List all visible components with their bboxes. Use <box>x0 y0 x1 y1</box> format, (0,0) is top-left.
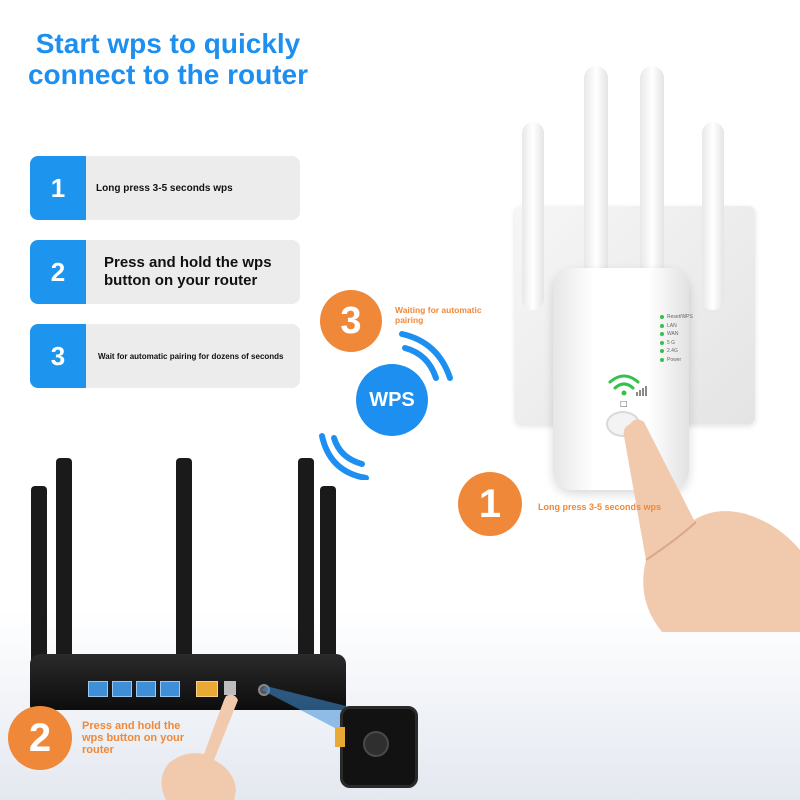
step-text: Long press 3-5 seconds wps <box>96 182 233 194</box>
router-antenna <box>320 486 336 690</box>
lan-ports <box>88 681 180 697</box>
callout-badge-3: 3 <box>320 290 382 352</box>
router-antenna <box>176 458 192 690</box>
zoomed-wan-port <box>335 727 345 747</box>
step-card-1: 1 Long press 3-5 seconds wps <box>30 156 300 220</box>
pointing-hand-icon <box>623 419 800 632</box>
led-label: Reset/WPS <box>667 314 693 321</box>
callout-text-3: Waiting for automatic pairing <box>395 305 482 325</box>
extender-antenna <box>702 122 724 310</box>
led-indicator: Reset/WPS <box>660 313 700 322</box>
router-button-zoom <box>335 706 418 788</box>
step-card-2: 2 Press and hold the wps button on your … <box>30 240 300 304</box>
router-antenna <box>31 486 47 690</box>
led-label: LAN <box>667 322 677 329</box>
led-indicator: 2.4G <box>660 347 700 356</box>
wireless-waves-icon <box>319 331 453 480</box>
callout-text-1: Long press 3-5 seconds wps <box>538 502 662 512</box>
led-indicator: WAN <box>660 330 700 339</box>
callout-badge-2: 2 <box>8 706 72 770</box>
extender-led-panel: Reset/WPS LAN WAN 5 G 2.4G Power <box>660 313 700 364</box>
svg-text:□: □ <box>620 399 628 408</box>
lan-port <box>136 681 156 697</box>
led-indicator: LAN <box>660 322 700 331</box>
lan-port <box>160 681 180 697</box>
step-text: Wait for automatic pairing for dozens of… <box>98 351 284 361</box>
led-label: Power <box>667 356 682 363</box>
wps-badge: WPS <box>356 364 428 436</box>
usb-port <box>224 681 236 695</box>
callout-badge-1: 1 <box>458 472 522 536</box>
led-indicator: 5 G <box>660 339 700 348</box>
led-label: WAN <box>667 331 679 338</box>
wan-port <box>196 681 218 697</box>
wifi-extender <box>553 268 689 490</box>
router-antenna <box>298 458 314 690</box>
step-number: 2 <box>30 240 86 304</box>
extender-antenna <box>522 122 544 310</box>
led-label: 5 G <box>667 339 676 346</box>
lan-port <box>88 681 108 697</box>
wifi-signal-icon: □ <box>608 374 647 408</box>
zoomed-wps-button <box>363 731 389 757</box>
led-label: 2.4G <box>667 348 678 355</box>
page-title: Start wps to quickly connect to the rout… <box>27 28 308 90</box>
step-number: 3 <box>30 324 86 388</box>
callout-text-2: Press and hold the wps button on your ro… <box>82 720 185 756</box>
router-antenna <box>56 458 72 690</box>
extender-antenna <box>584 66 608 278</box>
step-number: 1 <box>30 156 86 220</box>
step-text: Press and hold the wps button on your ro… <box>104 254 272 289</box>
lan-port <box>112 681 132 697</box>
pointing-hand-icon <box>161 694 238 800</box>
extender-antenna <box>640 66 664 278</box>
step-card-3: 3 Wait for automatic pairing for dozens … <box>30 324 300 388</box>
led-indicator: Power <box>660 356 700 365</box>
